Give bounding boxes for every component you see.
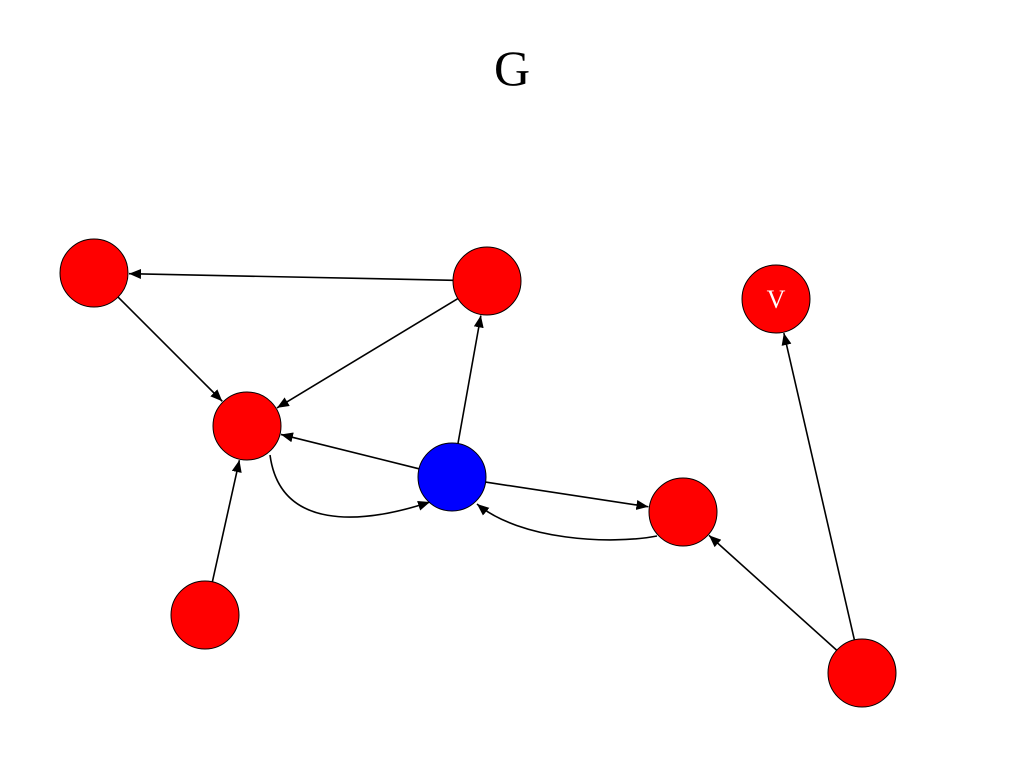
edge-n8-to-n6 — [708, 534, 838, 651]
edge-n5-to-n6 — [485, 481, 649, 510]
edge-n7-to-n4 — [211, 459, 242, 582]
node-n2 — [452, 246, 522, 316]
node-circle-n2 — [452, 246, 522, 316]
node-n4 — [212, 391, 282, 461]
node-circle-n8 — [827, 638, 897, 708]
node-n6 — [648, 477, 718, 547]
edge-n2-to-n1 — [128, 268, 454, 282]
node-circle-n5 — [417, 442, 487, 512]
node-n5 — [417, 442, 487, 512]
edge-n5-to-n4 — [280, 432, 420, 470]
node-circle-n3 — [741, 264, 811, 334]
node-circle-n6 — [648, 477, 718, 547]
node-n7 — [170, 580, 240, 650]
edge-n8-to-n3 — [781, 332, 856, 641]
node-circle-n1 — [59, 238, 129, 308]
node-n3: V — [741, 264, 811, 334]
node-circle-n4 — [212, 391, 282, 461]
edges-layer — [117, 268, 856, 651]
node-n8 — [827, 638, 897, 708]
nodes-layer: V — [59, 238, 897, 708]
edge-n2-to-n4 — [276, 297, 459, 409]
edge-n1-to-n4 — [117, 296, 223, 402]
edge-n4-to-n5 — [269, 454, 431, 518]
node-label-n3: V — [767, 285, 786, 314]
edge-n5-to-n2 — [457, 315, 484, 444]
graph-title: G — [493, 40, 531, 96]
edge-n6-to-n5 — [476, 503, 658, 541]
node-circle-n7 — [170, 580, 240, 650]
node-n1 — [59, 238, 129, 308]
